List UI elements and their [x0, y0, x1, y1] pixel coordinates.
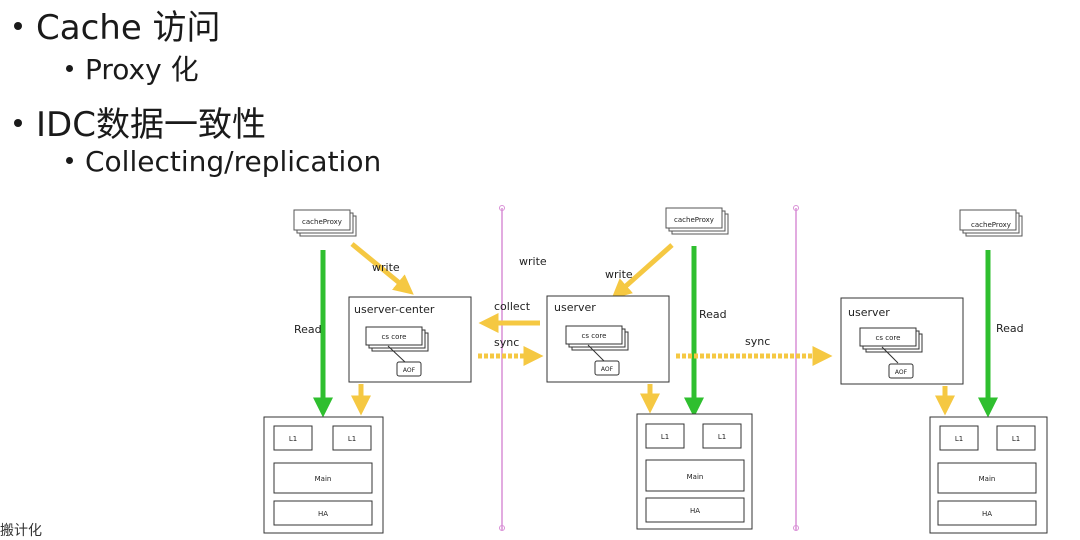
- bullet-dot: [14, 118, 22, 127]
- svg-text:AOF: AOF: [895, 369, 908, 376]
- collect-label: collect: [494, 300, 531, 313]
- svg-text:L1: L1: [348, 435, 356, 443]
- server-title: userver: [848, 306, 890, 319]
- cache-proxy-1: cacheProxy: [293, 209, 357, 237]
- server-title: userver-center: [354, 303, 435, 316]
- bullet-dot: [66, 64, 73, 72]
- sync-label-2: sync: [745, 335, 770, 348]
- cache-node-1: L1 L1 Main HA: [263, 416, 384, 534]
- svg-text:cacheProxy: cacheProxy: [674, 216, 714, 224]
- read-label-2: Read: [699, 308, 727, 321]
- idc-divider-2: [793, 205, 799, 531]
- write-label-1: write: [372, 261, 400, 274]
- write-label-2: write: [605, 268, 633, 281]
- write-arrow-2: [611, 243, 674, 299]
- svg-text:L1: L1: [718, 433, 726, 441]
- svg-text:L1: L1: [1012, 435, 1020, 443]
- svg-text:L1: L1: [661, 433, 669, 441]
- sync-label-1: sync: [494, 336, 519, 349]
- svg-text:L1: L1: [289, 435, 297, 443]
- bullet-proxy: Proxy 化: [66, 48, 199, 88]
- userver-box-3: userver cs core AOF: [840, 297, 964, 385]
- svg-text:HA: HA: [318, 510, 328, 518]
- proxy-label: cacheProxy: [302, 218, 342, 226]
- svg-text:HA: HA: [690, 507, 700, 515]
- svg-text:Main: Main: [979, 475, 996, 483]
- bullet-text: Cache 访问: [36, 8, 221, 48]
- bullet-collecting: Collecting/replication: [66, 145, 381, 178]
- cache-node-2: L1 L1 Main HA: [636, 413, 753, 530]
- cache-node-3: L1 L1 Main HA: [929, 416, 1048, 534]
- cache-proxy-3: cacheProxy: [959, 209, 1023, 237]
- svg-text:Main: Main: [687, 473, 704, 481]
- bullet-text: Proxy 化: [85, 53, 199, 86]
- read-label-3: Read: [996, 322, 1024, 335]
- cache-proxy-2: cacheProxy: [665, 207, 729, 235]
- bullet-dot: [66, 156, 73, 164]
- bullet-cache-access: Cache 访问: [14, 0, 221, 49]
- svg-text:AOF: AOF: [601, 366, 614, 373]
- bullet-text: Collecting/replication: [85, 145, 382, 178]
- userver-box-2: userver cs core AOF: [546, 295, 670, 383]
- svg-text:cacheProxy: cacheProxy: [971, 221, 1011, 229]
- svg-text:HA: HA: [982, 510, 992, 518]
- read-label-1: Read: [294, 323, 322, 336]
- aof-label: AOF: [403, 367, 416, 374]
- bullet-idc-consistency: IDC数据一致性: [14, 97, 266, 146]
- idc-divider-1: [499, 205, 505, 531]
- bullet-dot: [14, 21, 22, 30]
- write-arrow-1: [350, 242, 414, 295]
- svg-text:cs core: cs core: [582, 332, 607, 340]
- svg-text:L1: L1: [955, 435, 963, 443]
- write-label-cross: write: [519, 255, 547, 268]
- svg-text:Main: Main: [315, 475, 332, 483]
- bullet-text: IDC数据一致性: [36, 105, 266, 145]
- server-title: userver: [554, 301, 596, 314]
- userver-center-box: userver-center cs core AOF: [348, 296, 472, 383]
- svg-text:cs core: cs core: [876, 334, 901, 342]
- cs-core-label: cs core: [382, 333, 407, 341]
- corner-fragment-text: 搬计化: [0, 523, 42, 539]
